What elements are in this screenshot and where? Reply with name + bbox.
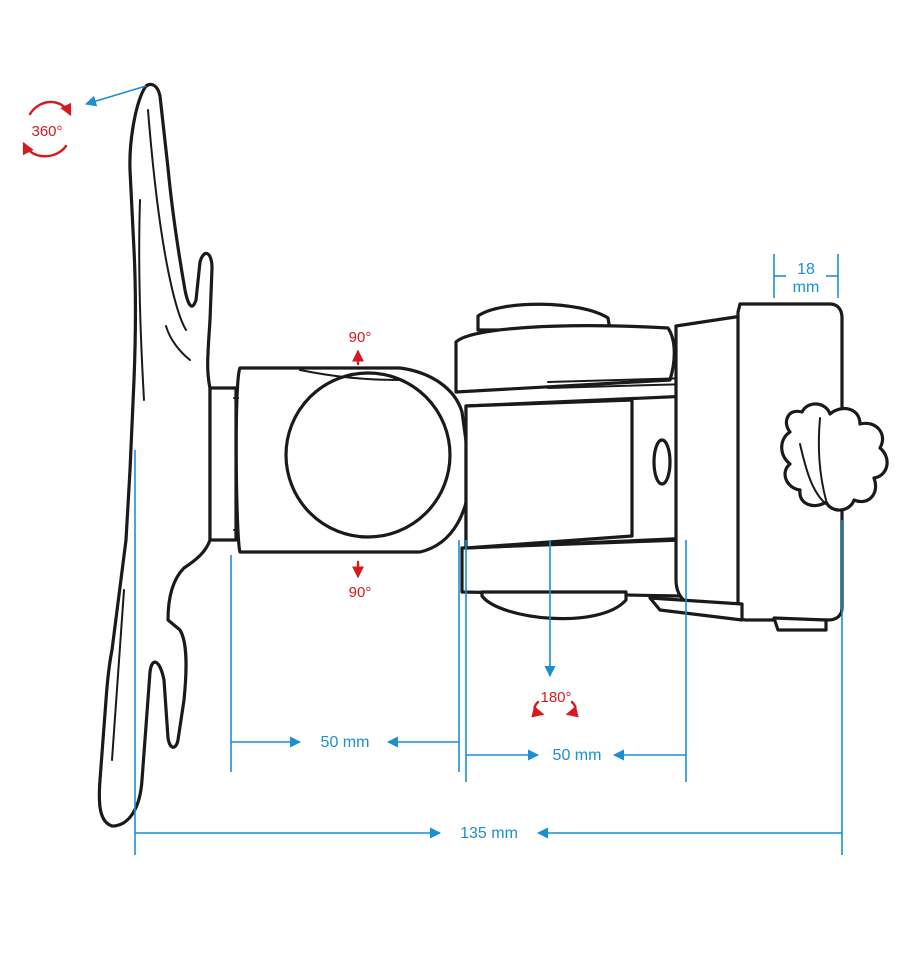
dim-clamp-value: 18 [797,261,815,278]
dim-arm-1-label: 50 mm [321,734,370,751]
arm-segment-1 [208,366,472,554]
dim-clamp-unit: mm [793,279,820,296]
hinge-knob [284,371,452,539]
arm-segment-2 [454,302,699,621]
rotation-360-label: 360° [31,123,62,140]
tilt-up-label: 90° [349,329,372,346]
dim-total-label: 135 mm [460,825,518,842]
swivel-180-icon [531,700,579,718]
swivel-180-label: 180° [540,689,571,706]
dim-arm-2-label: 50 mm [553,747,602,764]
dimension-lines [84,85,843,855]
vesa-plate [97,82,214,828]
mount-bracket [648,302,889,632]
clamp-knob [780,402,889,512]
rotation-360-icon [22,100,72,158]
tilt-down-label: 90° [349,584,372,601]
